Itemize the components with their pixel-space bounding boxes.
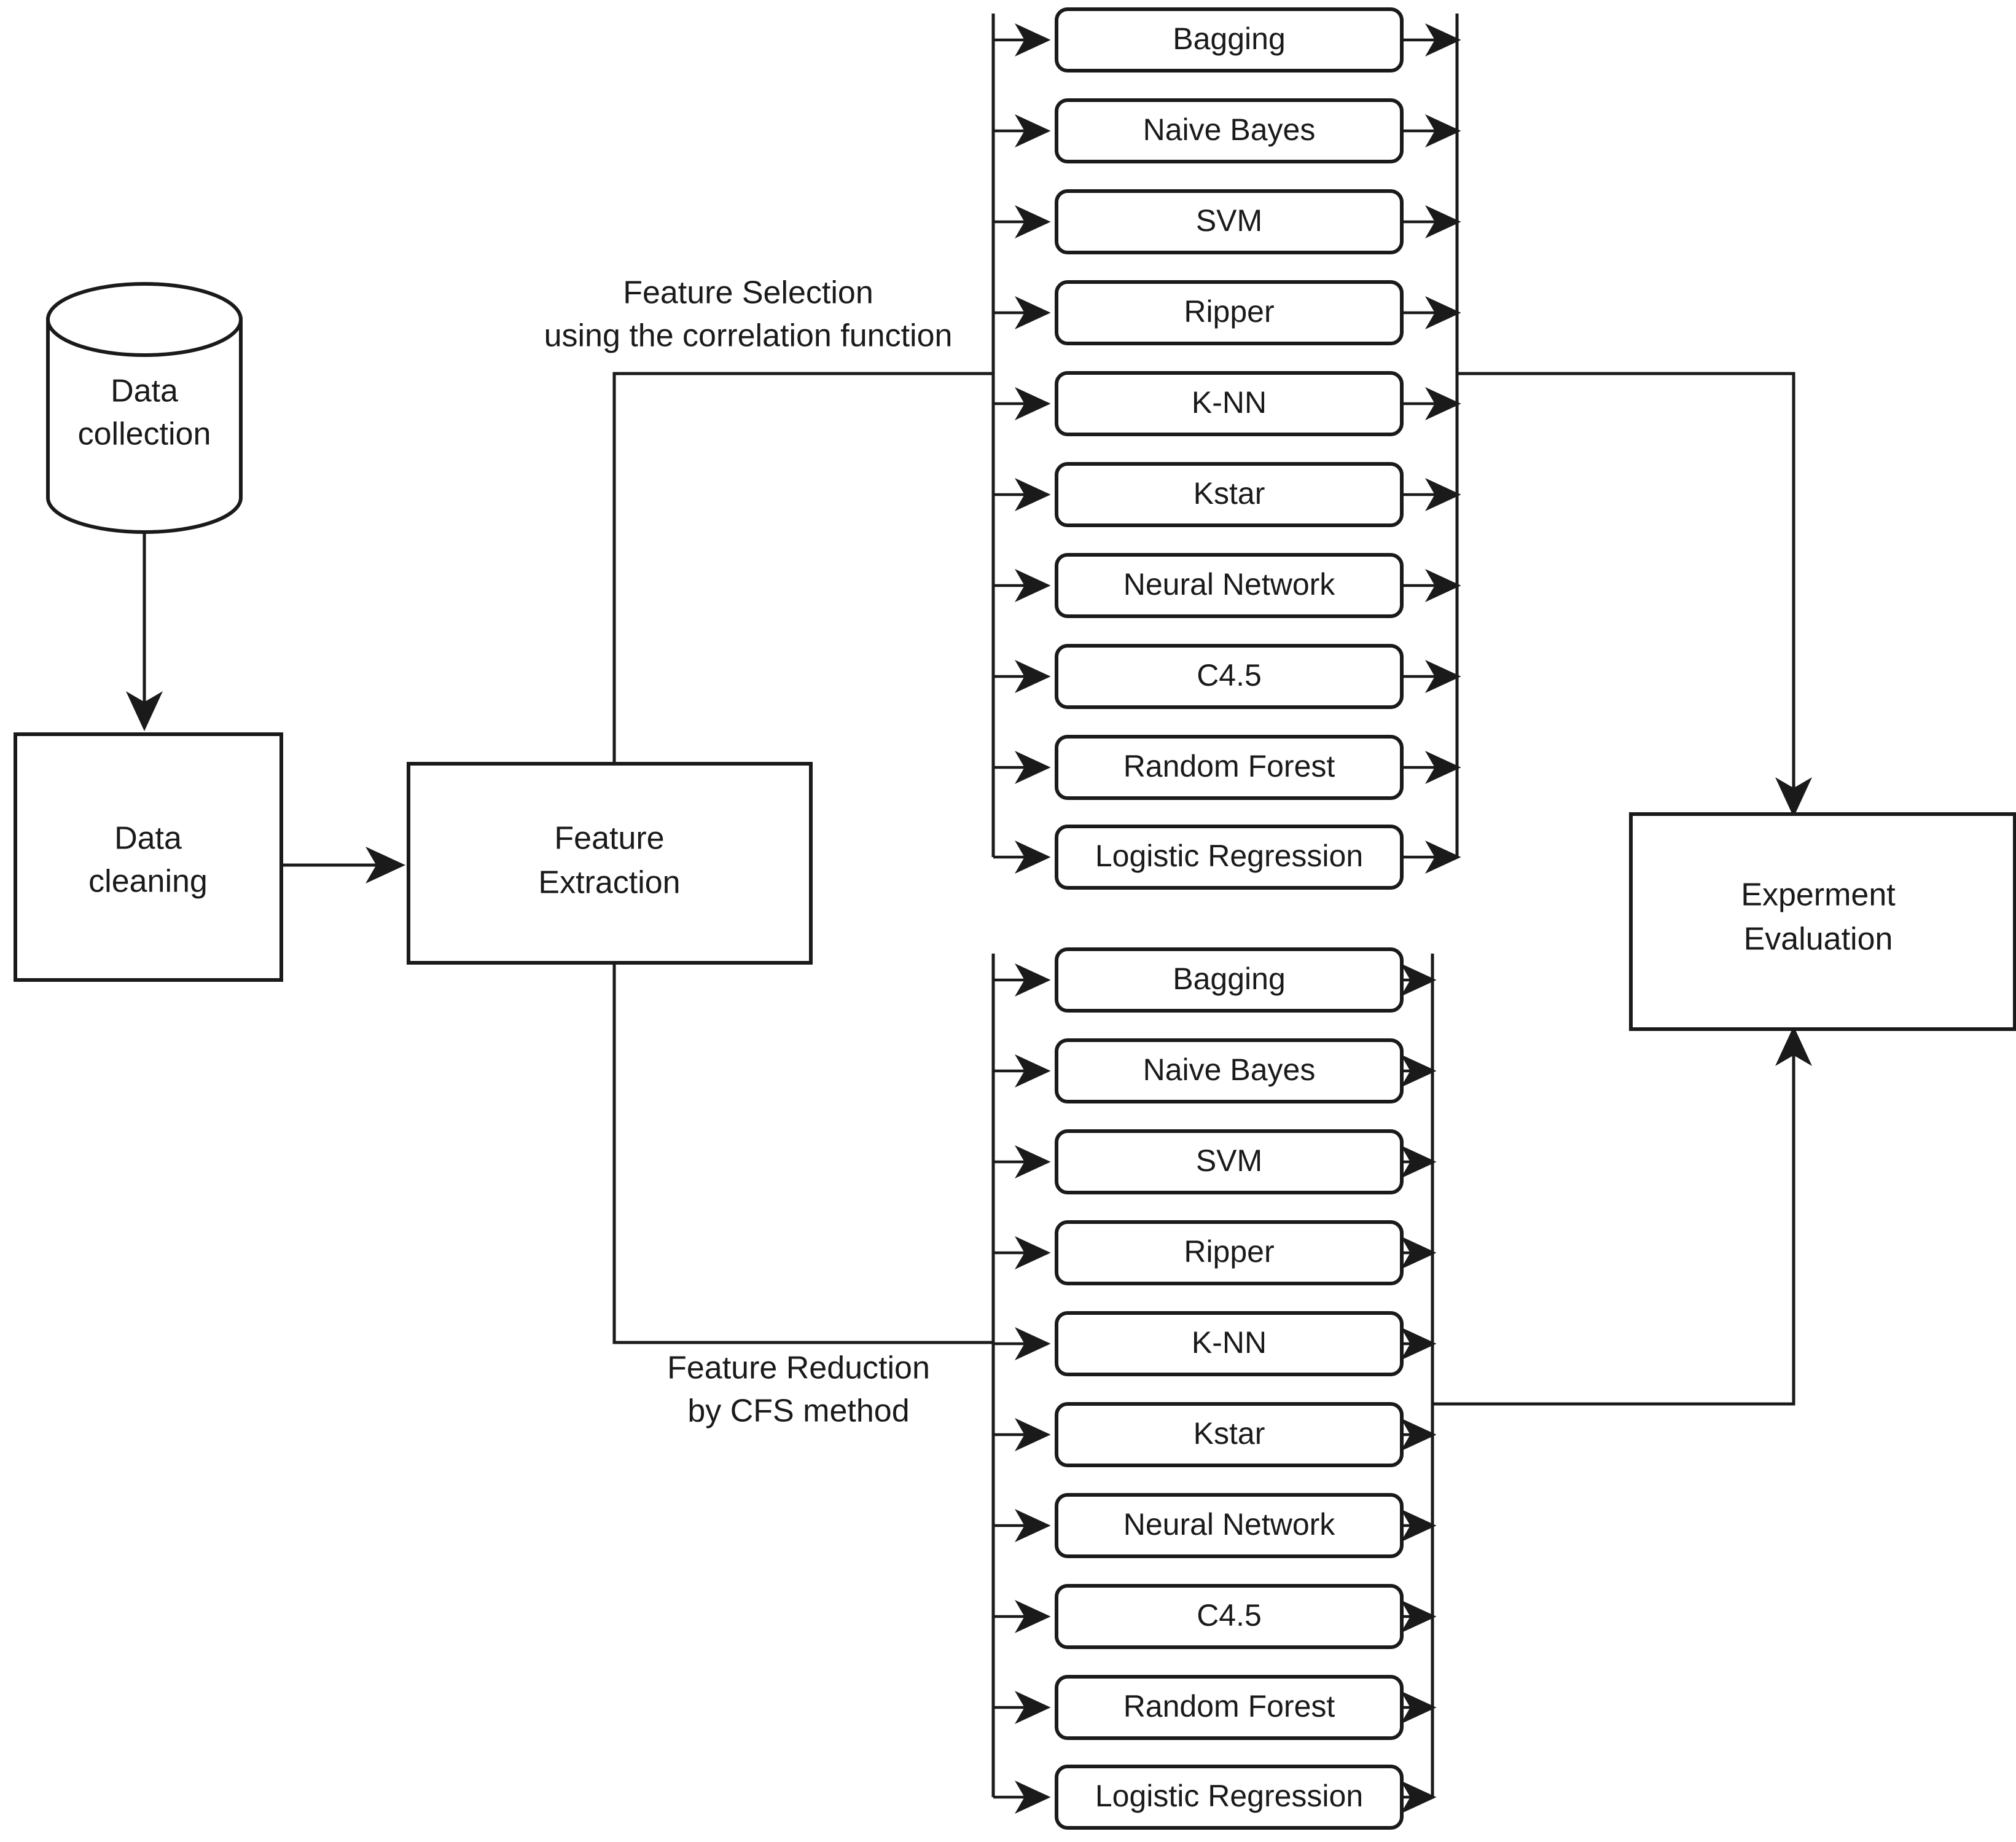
algorithm-box-bottom-7-label: Neural Network	[1123, 1507, 1336, 1542]
node-experiment-evaluation[interactable]: Experment Evaluation	[1629, 812, 2016, 1031]
algorithm-box-top-8-label: C4.5	[1197, 658, 1262, 692]
node-data-collection-label-2: collection	[78, 417, 211, 452]
edge-top-bus-to-evaluation	[1457, 372, 1812, 817]
edge-label-feature-reduction-line1: Feature Reduction	[667, 1350, 930, 1386]
edge-extraction-to-bottom-bus	[612, 963, 993, 1344]
algorithm-box-bottom-3[interactable]: SVM	[1055, 1129, 1404, 1194]
algorithm-box-bottom-3-label: SVM	[1196, 1143, 1262, 1178]
algorithm-box-bottom-10[interactable]: Logistic Regression	[1055, 1765, 1404, 1830]
connectors	[126, 14, 1812, 1814]
edge-label-feature-selection: Feature Selection using the correlation …	[544, 275, 953, 354]
algorithm-box-top-1-label: Bagging	[1173, 22, 1286, 56]
algorithm-box-bottom-8[interactable]: C4.5	[1055, 1584, 1404, 1649]
algorithm-box-top-6[interactable]: Kstar	[1055, 462, 1404, 527]
algorithm-box-bottom-1-label: Bagging	[1173, 962, 1286, 996]
algorithm-box-bottom-7[interactable]: Neural Network	[1055, 1493, 1404, 1558]
algorithm-box-bottom-6-label: Kstar	[1194, 1416, 1265, 1451]
algorithm-box-top-3-label: SVM	[1196, 203, 1262, 238]
algorithm-box-bottom-2-label: Naive Bayes	[1143, 1052, 1316, 1087]
edge-extraction-to-top-bus	[612, 372, 993, 764]
algorithm-box-bottom-4-label: Ripper	[1184, 1234, 1274, 1269]
algorithm-box-top-8[interactable]: C4.5	[1055, 644, 1404, 709]
node-feature-extraction[interactable]: Feature Extraction	[407, 762, 813, 965]
algorithm-box-top-2-label: Naive Bayes	[1143, 112, 1316, 147]
edge-bottom-bus-to-evaluation	[1432, 1026, 1812, 1406]
node-experiment-evaluation-label-2: Evaluation	[1744, 922, 1893, 957]
node-data-cleaning-label-1: Data	[114, 821, 182, 856]
node-experiment-evaluation-label-1: Experment	[1741, 877, 1896, 913]
algorithm-box-top-4[interactable]: Ripper	[1055, 280, 1404, 345]
algorithm-box-top-5[interactable]: K-NN	[1055, 371, 1404, 436]
algorithm-box-top-10[interactable]: Logistic Regression	[1055, 825, 1404, 890]
edge-label-feature-selection-line1: Feature Selection	[623, 275, 873, 311]
algorithm-box-bottom-10-label: Logistic Regression	[1095, 1779, 1363, 1813]
edge-label-feature-reduction-line2: by CFS method	[687, 1393, 909, 1429]
algorithm-box-bottom-6[interactable]: Kstar	[1055, 1402, 1404, 1467]
algorithm-group-top: Bagging Naive Bayes SVM Ripper K-NN Ksta…	[1055, 7, 1404, 890]
algorithm-box-bottom-8-label: C4.5	[1197, 1598, 1262, 1632]
algorithm-box-top-1[interactable]: Bagging	[1055, 7, 1404, 73]
algorithm-box-top-9[interactable]: Random Forest	[1055, 735, 1404, 800]
node-data-cleaning[interactable]: Data cleaning	[14, 732, 283, 982]
algorithm-box-top-2[interactable]: Naive Bayes	[1055, 98, 1404, 163]
algorithm-box-bottom-5[interactable]: K-NN	[1055, 1311, 1404, 1376]
algorithm-box-top-4-label: Ripper	[1184, 294, 1274, 329]
node-data-cleaning-label-2: cleaning	[88, 864, 208, 899]
algorithm-box-bottom-9[interactable]: Random Forest	[1055, 1675, 1404, 1740]
algorithm-box-bottom-2[interactable]: Naive Bayes	[1055, 1038, 1404, 1103]
algorithm-box-top-5-label: K-NN	[1192, 385, 1267, 420]
node-feature-extraction-label-2: Extraction	[538, 865, 680, 901]
algorithm-box-bottom-5-label: K-NN	[1192, 1325, 1267, 1360]
edge-label-feature-reduction: Feature Reduction by CFS method	[667, 1350, 930, 1429]
algorithm-box-top-3[interactable]: SVM	[1055, 189, 1404, 254]
algorithm-box-top-7[interactable]: Neural Network	[1055, 553, 1404, 618]
algorithm-box-top-7-label: Neural Network	[1123, 567, 1336, 602]
algorithm-box-top-9-label: Random Forest	[1123, 749, 1335, 783]
algorithm-box-bottom-9-label: Random Forest	[1123, 1689, 1335, 1723]
algorithm-box-bottom-1[interactable]: Bagging	[1055, 947, 1404, 1013]
algorithm-group-bottom: Bagging Naive Bayes SVM Ripper K-NN Ksta…	[1055, 947, 1404, 1830]
node-data-collection[interactable]: Data collection	[46, 282, 243, 534]
algorithm-box-top-6-label: Kstar	[1194, 476, 1265, 511]
edge-label-feature-selection-line2: using the correlation function	[544, 318, 953, 354]
node-data-collection-label-1: Data	[111, 374, 178, 409]
algorithm-box-top-10-label: Logistic Regression	[1095, 839, 1363, 873]
algorithm-box-bottom-4[interactable]: Ripper	[1055, 1220, 1404, 1285]
node-feature-extraction-label-1: Feature	[554, 821, 664, 856]
